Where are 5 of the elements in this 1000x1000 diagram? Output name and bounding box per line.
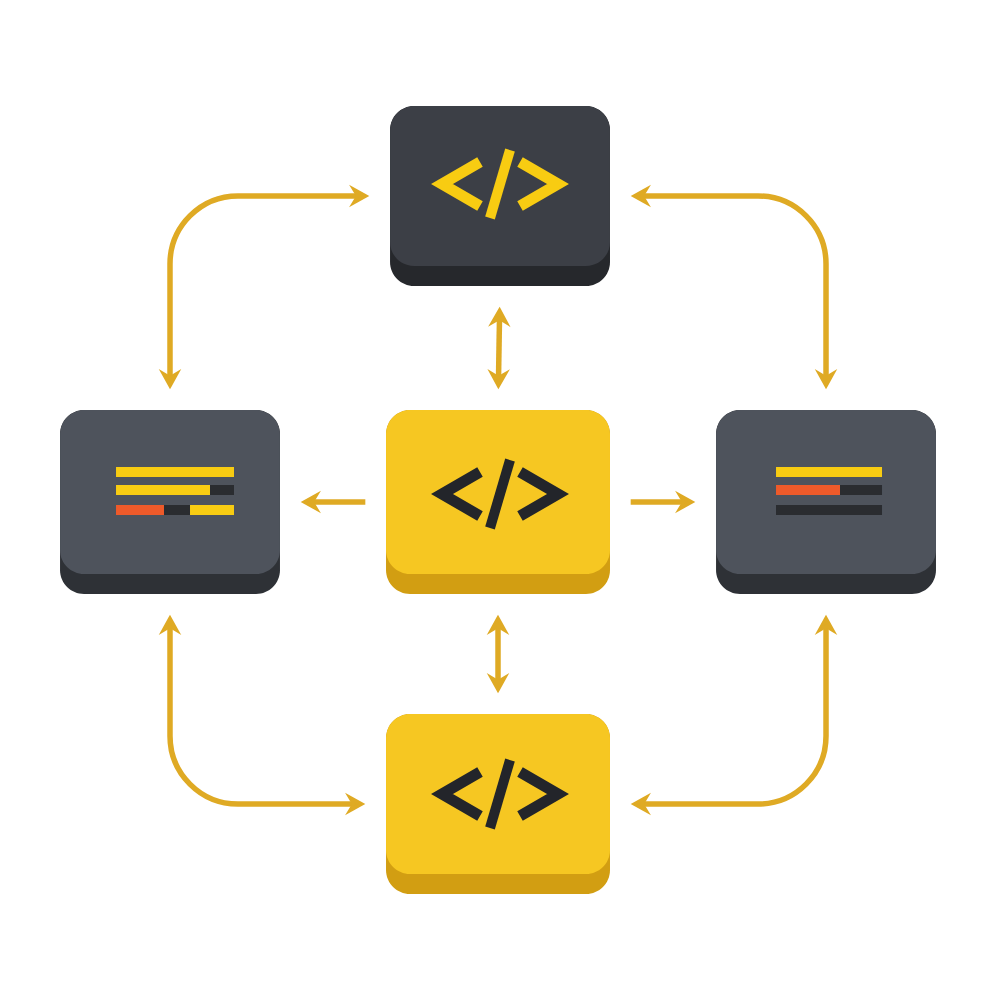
tile	[386, 714, 610, 894]
tile	[390, 106, 610, 286]
tile	[716, 410, 936, 594]
tile	[386, 410, 610, 594]
tile	[60, 410, 280, 594]
